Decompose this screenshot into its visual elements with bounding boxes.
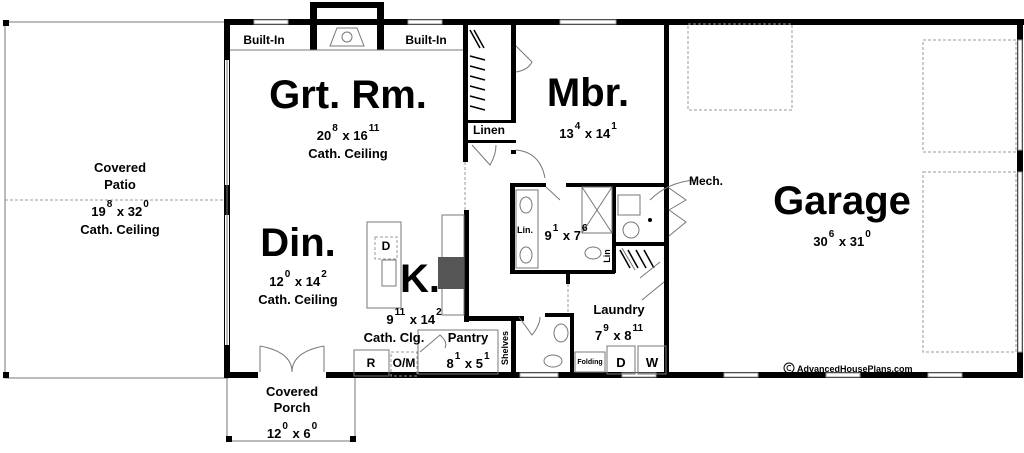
covered-patio-area xyxy=(3,20,229,379)
dining-name: Din. xyxy=(260,221,336,265)
garage-door-right xyxy=(922,171,1017,353)
watermark: AdvancedHousePlans.com xyxy=(797,364,913,374)
shower-icon xyxy=(581,186,613,234)
kitchen-name: K. xyxy=(400,257,440,301)
dryer-label: D xyxy=(616,355,625,370)
built-in-label: Built-In xyxy=(405,33,446,47)
patio-name: Covered xyxy=(94,160,146,175)
refrigerator-label: R xyxy=(367,356,376,370)
pantry-dimensions: 81 x 51 xyxy=(446,351,490,371)
furnace-icon xyxy=(622,221,640,239)
refrigerator xyxy=(353,349,390,377)
dishwasher-label: D xyxy=(382,239,391,253)
great-room-ceiling: Cath. Ceiling xyxy=(308,146,388,161)
porch-name: Porch xyxy=(274,400,311,415)
sink-icon xyxy=(381,259,397,287)
patio-dimensions: 198 x 320 xyxy=(91,199,149,219)
dining-dimensions: 120 x 142 xyxy=(269,269,327,289)
garage-name: Garage xyxy=(773,179,911,223)
linen-label: Linen xyxy=(473,123,505,137)
pantry-name: Pantry xyxy=(448,330,489,345)
laundry-dimensions: 79 x 811 xyxy=(595,323,644,343)
washer xyxy=(637,345,667,375)
dryer xyxy=(606,345,636,375)
oven-microwave xyxy=(390,351,418,377)
garage-dimensions: 306 x 310 xyxy=(813,229,871,249)
toilet-icon xyxy=(584,246,602,260)
interior-walls xyxy=(230,22,696,378)
garage-storage-area xyxy=(687,23,793,111)
garage-door-left xyxy=(922,39,1017,153)
patio-ceiling: Cath. Ceiling xyxy=(80,222,160,237)
fireplace-hearth xyxy=(329,27,365,47)
folding-label: Folding xyxy=(577,359,602,366)
laundry-name: Laundry xyxy=(593,302,645,317)
porch-name: Covered xyxy=(266,384,318,399)
small-linen-label: Lin xyxy=(602,249,612,263)
shelves-label: Shelves xyxy=(500,331,510,365)
cooktop-icon xyxy=(438,257,464,289)
patio-name: Patio xyxy=(104,177,136,192)
great-room-dimensions: 208 x 1611 xyxy=(317,123,380,143)
copyright-icon xyxy=(783,362,795,374)
folding-counter xyxy=(574,351,606,373)
great-room-name: Grt. Rm. xyxy=(269,73,427,117)
mech-label: Mech. xyxy=(689,174,723,188)
toilet-icon xyxy=(543,354,563,368)
master-bedroom-dimensions: 134 x 141 xyxy=(559,121,617,141)
dining-ceiling: Cath. Ceiling xyxy=(258,292,338,307)
kitchen-ceiling: Cath. Clg. xyxy=(364,330,425,345)
vanity xyxy=(515,189,539,269)
oven-microwave-label: O/M xyxy=(393,356,416,370)
french-door-icon xyxy=(259,345,325,373)
porch-dimensions: 120 x 60 xyxy=(267,421,318,441)
built-in-label: Built-In xyxy=(243,33,284,47)
kitchen-island xyxy=(366,221,402,309)
dishwasher xyxy=(374,236,398,260)
exterior-walls xyxy=(224,2,1024,378)
bath-linen-label: Lin. xyxy=(517,225,533,235)
kitchen-dimensions: 911 x 142 xyxy=(386,307,442,327)
sink-icon xyxy=(553,323,569,343)
bath-dimensions: 91 x 76 xyxy=(544,223,588,243)
master-bedroom-name: Mbr. xyxy=(547,71,629,115)
fixtures xyxy=(353,23,1017,377)
pantry-shelves xyxy=(417,329,499,375)
washer-label: W xyxy=(646,355,659,370)
fireplace-icon xyxy=(341,31,353,43)
mech-leader-line xyxy=(649,179,696,201)
water-heater xyxy=(617,194,641,216)
